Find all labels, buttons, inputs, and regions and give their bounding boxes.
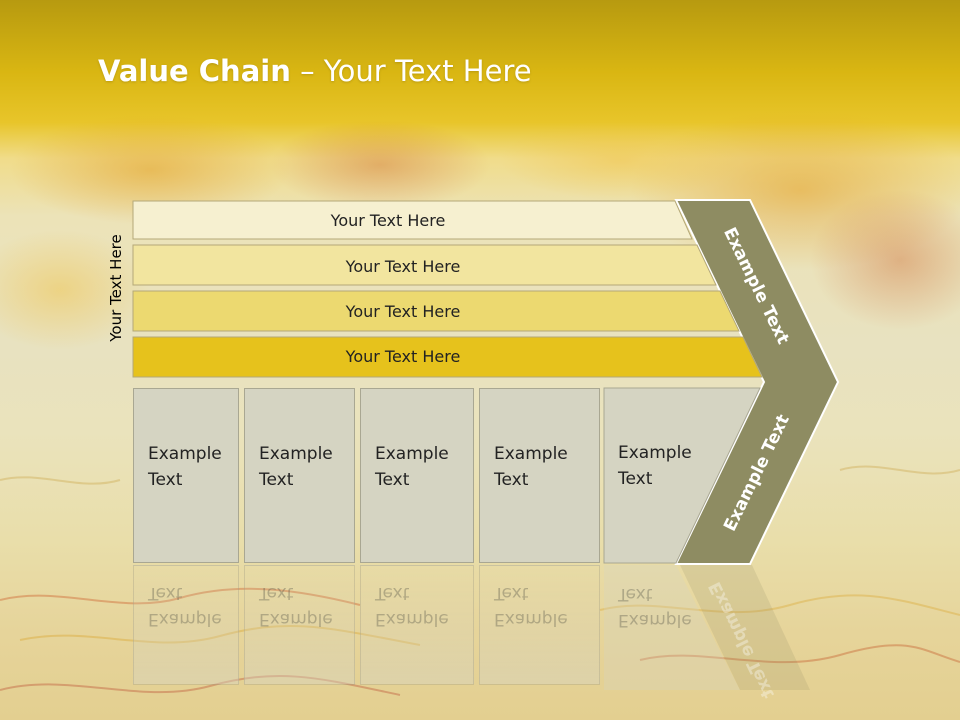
title-bold: Value Chain [98,54,291,88]
column-2: Example Text [244,388,355,563]
band-2: Your Text Here [133,247,723,285]
column-1: Example Text [133,388,239,563]
chevron-lower-label-reflection: Example Text [705,578,779,701]
band-label: Your Text Here [345,256,461,276]
column-4: Example Text [479,388,600,563]
title-rest: – Your Text Here [290,54,532,88]
band-label: Your Text Here [345,346,461,366]
chevron-reflection [680,565,810,690]
band-shape-3 [132,290,740,332]
column-5: Example Text [618,443,692,489]
band-shape-1 [132,200,693,240]
slide-title: Value Chain – Your Text Here [98,54,532,88]
band-label: Your Text Here [345,301,461,321]
column-3: Example Text [360,388,474,563]
band-4: Your Text Here [133,337,723,375]
column-shape-5 [603,387,761,564]
band-shape-2 [132,244,717,286]
chevron-lower-label: Example Text [720,411,794,534]
band-label: Your Text Here [330,210,446,230]
chevron-upper-label: Example Text [719,224,793,347]
chevron-arrow [674,199,840,565]
column-reflection-5 [604,565,740,690]
band-1: Your Text Here [133,201,693,239]
band-3: Your Text Here [133,292,723,330]
band-shape-4 [132,336,763,378]
